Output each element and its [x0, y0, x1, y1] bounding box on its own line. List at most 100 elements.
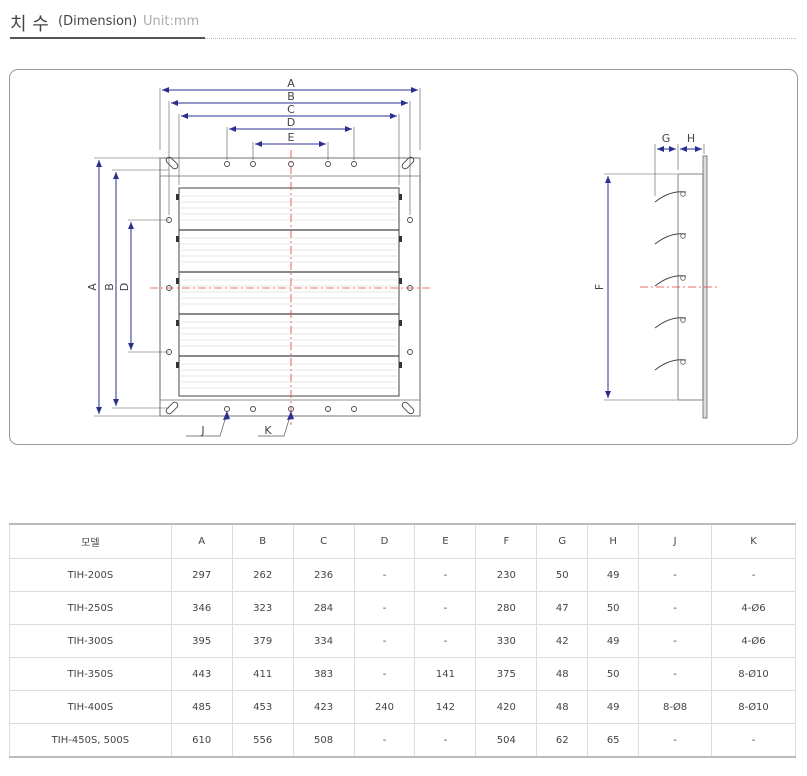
table-cell: 297 — [170, 558, 233, 592]
dim-label-h: H — [687, 132, 695, 145]
table-cell: 508 — [292, 723, 355, 758]
drawing-svg: A B C D E A B — [86, 77, 720, 437]
table-cell: 65 — [587, 723, 640, 758]
table-cell: 8-Ø10 — [711, 657, 796, 691]
table-cell: - — [638, 723, 713, 758]
dim-label-v-d: D — [118, 283, 131, 291]
table-cell: 395 — [170, 624, 233, 658]
table-cell: 284 — [292, 591, 355, 625]
table-header-row: 모델 A B C D E F G H J K — [9, 523, 796, 559]
col-header-b: B — [231, 523, 294, 559]
table-cell: 411 — [231, 657, 294, 691]
side-view: G H F — [593, 132, 720, 419]
table-row: TIH-200S 297 262 236 - - 230 50 49 - - — [9, 558, 796, 592]
table-cell: - — [414, 558, 477, 592]
table-cell: - — [414, 723, 477, 758]
table-cell: 334 — [292, 624, 355, 658]
table-cell: 610 — [170, 723, 233, 758]
table-cell: 280 — [475, 591, 538, 625]
table-row: TIH-300S 395 379 334 - - 330 42 49 - 4-Ø… — [9, 624, 796, 658]
dim-label-c: C — [287, 103, 295, 116]
table-cell: - — [711, 558, 796, 592]
cell-model: TIH-400S — [9, 690, 172, 724]
table-cell: 453 — [231, 690, 294, 724]
table-cell: - — [638, 558, 713, 592]
table-cell: - — [353, 624, 416, 658]
table-cell: 142 — [414, 690, 477, 724]
table-cell: - — [638, 591, 713, 625]
table-cell: - — [353, 657, 416, 691]
title-divider — [10, 38, 796, 39]
table-cell: 49 — [587, 558, 640, 592]
table-cell: 420 — [475, 690, 538, 724]
table-cell: 49 — [587, 690, 640, 724]
cell-model: TIH-200S — [9, 558, 172, 592]
table-cell: - — [711, 723, 796, 758]
dim-label-v-a: A — [86, 283, 99, 291]
dim-label-k: K — [264, 424, 272, 437]
table-row: TIH-450S, 500S 610 556 508 - - 504 62 65… — [9, 723, 796, 758]
table-cell: 379 — [231, 624, 294, 658]
table-cell: - — [414, 624, 477, 658]
cell-model: TIH-350S — [9, 657, 172, 691]
dimension-drawing: A B C D E A B — [9, 69, 798, 445]
table-cell: - — [353, 591, 416, 625]
col-header-a: A — [170, 523, 233, 559]
col-header-d: D — [353, 523, 416, 559]
dim-label-b: B — [287, 90, 295, 103]
cell-model: TIH-450S, 500S — [9, 723, 172, 758]
table-cell: 48 — [536, 690, 589, 724]
dim-label-d: D — [287, 116, 295, 129]
table-cell: 4-Ø6 — [711, 591, 796, 625]
table-cell: - — [414, 591, 477, 625]
dim-label-a: A — [287, 77, 295, 90]
title-underline — [10, 37, 205, 39]
dim-label-e: E — [288, 131, 295, 144]
table-cell: 50 — [536, 558, 589, 592]
col-header-model: 모델 — [9, 523, 172, 559]
dimension-table: 모델 A B C D E F G H J K TIH-200S 297 262 … — [9, 523, 796, 758]
front-view: A B C D E A B — [86, 77, 430, 437]
dim-label-v-b: B — [103, 283, 116, 291]
cell-model: TIH-300S — [9, 624, 172, 658]
col-header-f: F — [475, 523, 538, 559]
table-cell: 8-Ø10 — [711, 690, 796, 724]
table-cell: 49 — [587, 624, 640, 658]
table-row: TIH-250S 346 323 284 - - 280 47 50 - 4-Ø… — [9, 591, 796, 625]
table-cell: 504 — [475, 723, 538, 758]
table-cell: 42 — [536, 624, 589, 658]
table-cell: 47 — [536, 591, 589, 625]
table-cell: 50 — [587, 591, 640, 625]
table-cell: 383 — [292, 657, 355, 691]
section-title: 치 수 (Dimension) Unit:mm — [10, 8, 796, 39]
col-header-h: H — [587, 523, 640, 559]
table-cell: 423 — [292, 690, 355, 724]
table-cell: 375 — [475, 657, 538, 691]
dim-label-f: F — [593, 284, 606, 290]
table-cell: 262 — [231, 558, 294, 592]
table-cell: 240 — [353, 690, 416, 724]
table-cell: 443 — [170, 657, 233, 691]
table-cell: 323 — [231, 591, 294, 625]
table-cell: 346 — [170, 591, 233, 625]
col-header-k: K — [711, 523, 796, 559]
dim-label-g: G — [662, 132, 671, 145]
table-cell: 485 — [170, 690, 233, 724]
table-cell: 50 — [587, 657, 640, 691]
cell-model: TIH-250S — [9, 591, 172, 625]
unit-label: Unit:mm — [143, 14, 200, 29]
table-row: TIH-350S 443 411 383 - 141 375 48 50 - 8… — [9, 657, 796, 691]
table-cell: - — [638, 624, 713, 658]
title-english: (Dimension) — [58, 14, 138, 29]
dim-label-j: J — [200, 424, 204, 437]
col-header-e: E — [414, 523, 477, 559]
title-korean: 치 수 — [10, 14, 49, 35]
table-cell: 236 — [292, 558, 355, 592]
table-cell: 62 — [536, 723, 589, 758]
table-cell: 48 — [536, 657, 589, 691]
table-cell: 8-Ø8 — [638, 690, 713, 724]
table-cell: - — [353, 558, 416, 592]
table-cell: - — [353, 723, 416, 758]
table-cell: 330 — [475, 624, 538, 658]
col-header-j: J — [638, 523, 713, 559]
